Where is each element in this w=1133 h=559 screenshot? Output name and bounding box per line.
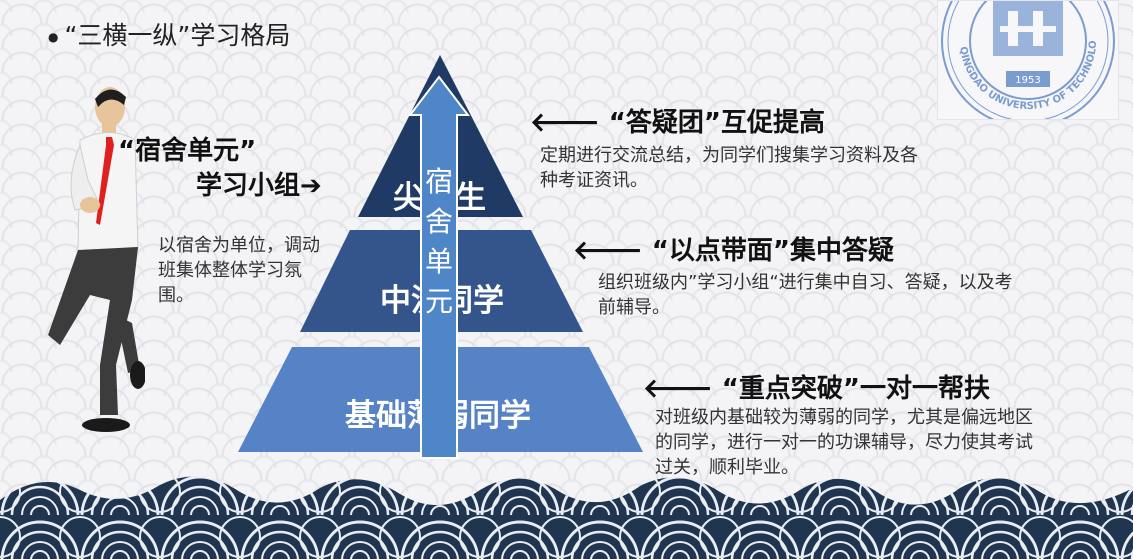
one-on-one-description: 对班级内基础较为薄弱的同学，尤其是偏远地区的同学，进行一对一的功课辅导，尽力使其… (655, 407, 1033, 478)
one-on-one-title: 🡐 “重点突破”一对一帮扶 (643, 374, 990, 404)
seal-year: 1953 (1015, 75, 1040, 86)
bullet-dot: ● (48, 30, 59, 44)
group-qa-title: 🡐 “以点带面”集中答疑 (573, 236, 894, 266)
university-seal-logo: 1953 QINGDAO UNIVERSITY OF TECHNOLOGY (937, 0, 1119, 120)
vertical-up-arrow (408, 75, 470, 459)
qa-team-title: 🡐 “答疑团”互促提高 (530, 108, 825, 138)
dorm-unit-arrow-label: 宿舍单元 (424, 165, 453, 318)
dorm-unit-description: 以宿舍为单位，调动班集体整体学习氛围。 (158, 235, 320, 306)
businessman-figure (48, 87, 145, 432)
qa-team-description: 定期进行交流总结，为同学们搜集学习资料及各种考证资讯。 (540, 145, 918, 191)
page-title: ●“三横一纵”学习格局 (48, 21, 291, 50)
group-qa-description: 组织班级内”学习小组“进行集中自习、答疑，以及考前辅导。 (598, 272, 1013, 318)
decorative-wave-band (0, 476, 1133, 559)
dorm-unit-title: “宿舍单元” (118, 136, 257, 166)
study-group-title: 学习小组➔ (196, 171, 322, 201)
